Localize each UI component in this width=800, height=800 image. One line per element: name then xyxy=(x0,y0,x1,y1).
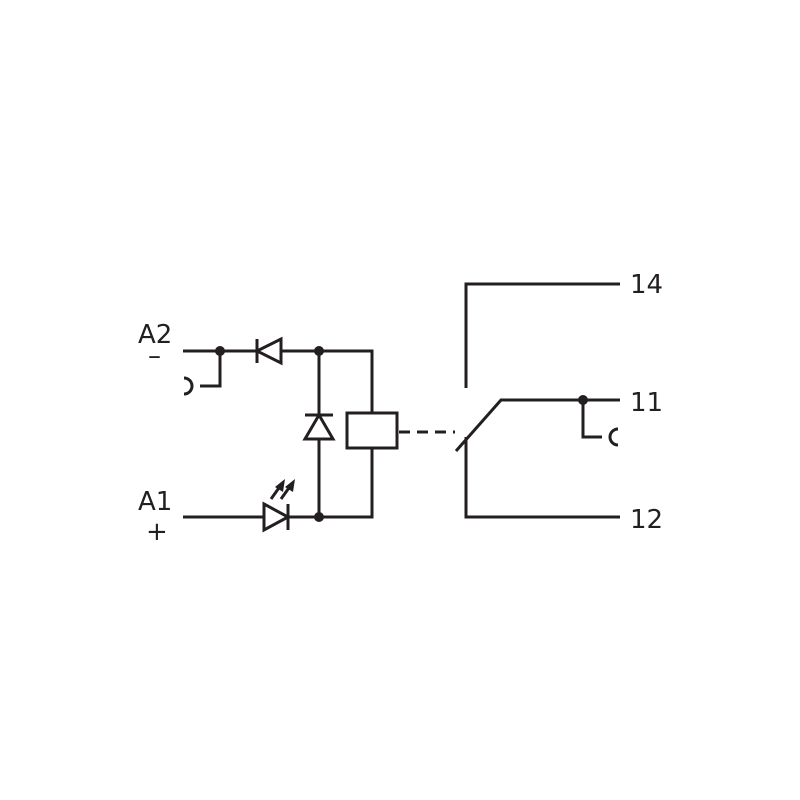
junction-dot-a2 xyxy=(215,346,225,356)
terminal-a2-polarity: – xyxy=(148,341,161,371)
terminal-a1-polarity: + xyxy=(146,517,168,547)
terminal-a1-label: A1 xyxy=(138,487,172,517)
a2-jumper-connector xyxy=(183,351,222,396)
led-indicator xyxy=(262,479,295,533)
contact-switch-blade xyxy=(454,398,620,452)
terminal-a2-label: A2 xyxy=(138,320,172,350)
junction-dot-bottom xyxy=(314,512,324,522)
terminal-14-label: 14 xyxy=(630,270,663,300)
led-light-arrows-icon xyxy=(269,479,295,500)
freewheeling-diode xyxy=(302,412,336,441)
terminal-11-connector xyxy=(581,400,619,447)
terminal-12-label: 12 xyxy=(630,505,663,535)
contact-14-line xyxy=(464,282,620,388)
relay-coil xyxy=(345,411,399,450)
terminal-11-label: 11 xyxy=(630,388,663,418)
contact-12-line xyxy=(464,437,620,519)
series-diode xyxy=(253,336,283,366)
wire-a1-bottom xyxy=(183,448,374,519)
